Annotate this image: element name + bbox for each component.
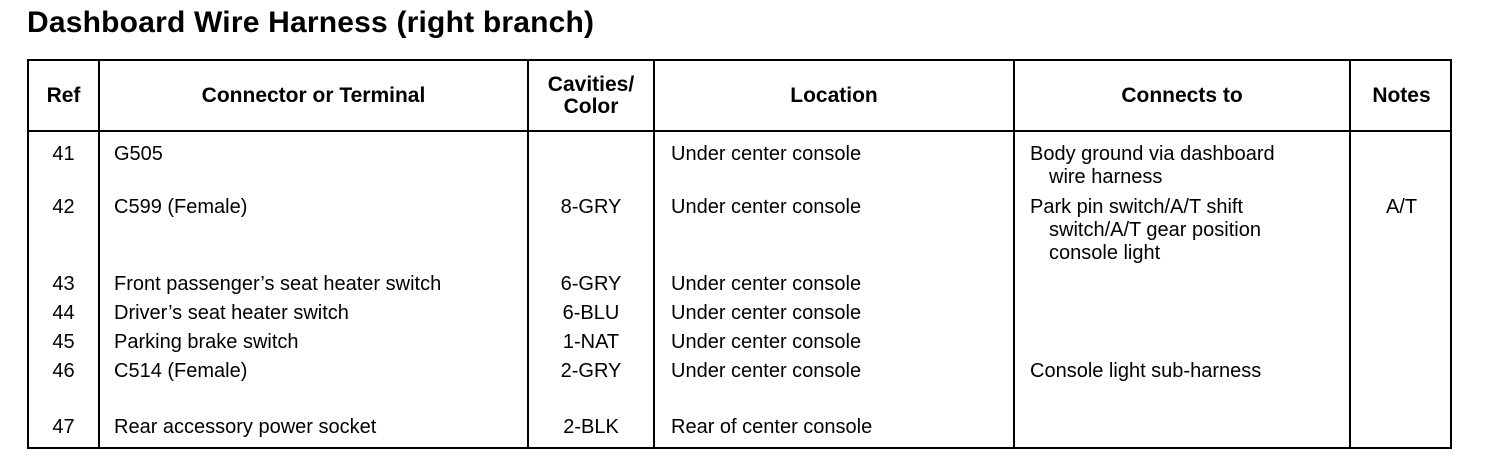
header-location: Location — [790, 83, 878, 107]
location-cell: Rear of center console — [671, 416, 873, 438]
connector-cell: G505 — [114, 143, 163, 165]
location-cell: Under center console — [671, 302, 862, 324]
cavities-cell: 8-GRY — [560, 196, 622, 218]
column-divider — [1349, 61, 1351, 447]
header-notes: Notes — [1372, 83, 1431, 107]
connector-cell: Rear accessory power socket — [114, 416, 377, 438]
column-divider — [653, 61, 655, 447]
header-ref: Ref — [46, 83, 81, 107]
cavities-cell: 6-GRY — [560, 273, 622, 295]
ref-cell: 44 — [52, 302, 75, 324]
column-divider — [1013, 61, 1015, 447]
page-title: Dashboard Wire Harness (right branch) — [27, 6, 595, 39]
column-divider — [98, 61, 100, 447]
header-cavities: Cavities/ Color — [547, 72, 635, 118]
ref-cell: 45 — [52, 331, 75, 353]
column-divider — [527, 61, 529, 447]
ref-cell: 42 — [52, 196, 75, 218]
ref-cell: 43 — [52, 273, 75, 295]
location-cell: Under center console — [671, 196, 862, 218]
cavities-cell: 1-NAT — [562, 331, 620, 353]
connects-to-cell: Park pin switch/A/T shift switch/A/T gea… — [1030, 196, 1261, 264]
connects-to-cell: Body ground via dashboard wire harness — [1030, 143, 1275, 188]
cavities-cell: 2-BLK — [563, 416, 619, 438]
location-cell: Under center console — [671, 360, 862, 382]
header-divider — [29, 130, 1450, 132]
connector-cell: Front passenger’s seat heater switch — [114, 273, 442, 295]
cavities-cell: 2-GRY — [560, 360, 622, 382]
connector-cell: C514 (Female) — [114, 360, 248, 382]
harness-table: Ref Connector or Terminal Cavities/ Colo… — [27, 59, 1452, 449]
ref-cell: 41 — [52, 143, 75, 165]
connector-cell: Parking brake switch — [114, 331, 299, 353]
connector-cell: C599 (Female) — [114, 196, 248, 218]
cavities-cell: 6-BLU — [562, 302, 620, 324]
header-connects-to: Connects to — [1121, 83, 1243, 107]
location-cell: Under center console — [671, 143, 862, 165]
ref-cell: 46 — [52, 360, 75, 382]
header-connector: Connector or Terminal — [201, 83, 426, 107]
connector-cell: Driver’s seat heater switch — [114, 302, 349, 324]
notes-cell: A/T — [1385, 196, 1418, 218]
connects-to-cell: Console light sub-harness — [1030, 360, 1262, 382]
location-cell: Under center console — [671, 273, 862, 295]
location-cell: Under center console — [671, 331, 862, 353]
ref-cell: 47 — [52, 416, 75, 438]
